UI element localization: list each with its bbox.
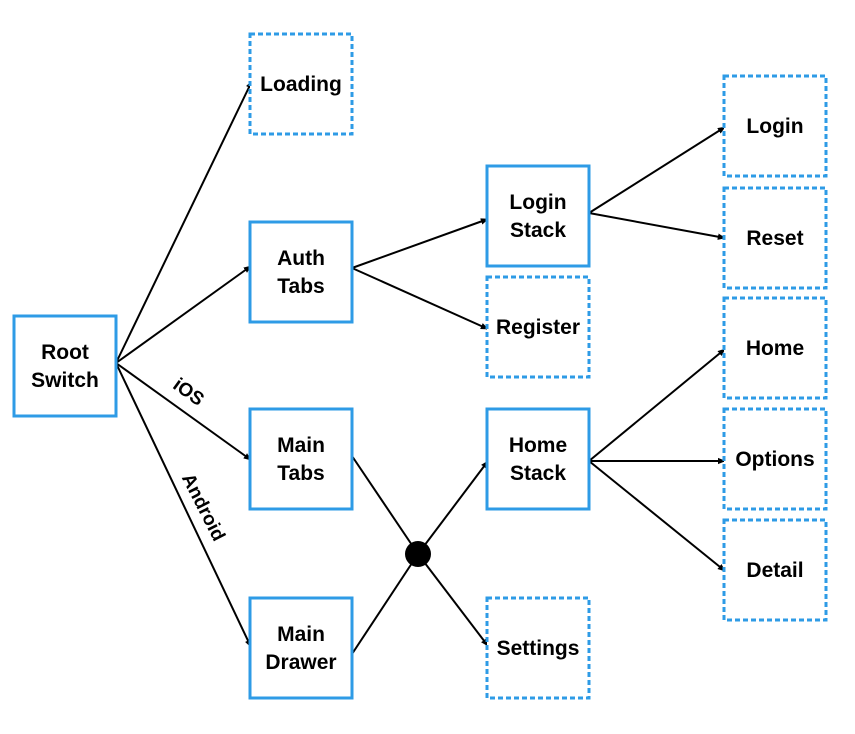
- node-box: [722, 74, 828, 178]
- node-settings: Settings: [485, 596, 591, 700]
- node-box: [485, 596, 591, 700]
- node-label-line: Root: [41, 341, 89, 364]
- node-label-line: Loading: [260, 73, 342, 96]
- node-label-line: Tabs: [277, 275, 324, 298]
- edge-root-loading: [115, 80, 253, 364]
- node-box: [248, 220, 354, 324]
- edge-drawer-junction: [351, 553, 419, 655]
- node-loading: Loading: [248, 32, 354, 136]
- edge-junction-settings: [417, 553, 489, 647]
- node-label-line: Main: [277, 434, 325, 457]
- node-box: [722, 407, 828, 511]
- node-box: [722, 518, 828, 622]
- node-label-line: Settings: [497, 637, 580, 660]
- node-options: Options: [722, 407, 828, 511]
- node-label-line: Login: [746, 115, 803, 138]
- node-label-line: Stack: [510, 219, 566, 242]
- edge-root-main-drawer: [115, 362, 252, 648]
- edge-login-stack-login: [588, 126, 726, 214]
- edge-main-tabs-junction: [351, 455, 419, 555]
- node-label-line: Options: [735, 448, 814, 471]
- node-box: [248, 407, 354, 511]
- node-box: [248, 32, 354, 136]
- node-reset: Reset: [722, 186, 828, 290]
- edge-home-stack-detail: [588, 460, 726, 572]
- edge-login-stack-reset: [588, 212, 726, 240]
- nodes-layer: RootSwitchLoadingAuthTabsMainTabsMainDra…: [12, 32, 828, 700]
- edge-auth-register: [351, 267, 489, 330]
- edge-auth-login-stack: [351, 218, 489, 269]
- node-login: Login: [722, 74, 828, 178]
- node-box: [722, 296, 828, 400]
- node-label-line: Drawer: [265, 651, 336, 674]
- node-label-line: Switch: [31, 369, 99, 392]
- node-label-line: Detail: [746, 559, 803, 582]
- node-detail: Detail: [722, 518, 828, 622]
- node-label-line: Stack: [510, 462, 566, 485]
- edges-layer: [115, 80, 726, 655]
- edge-root-main-tabs: [115, 362, 252, 461]
- node-label-line: Auth: [277, 247, 325, 270]
- edge-home-stack-home: [588, 348, 726, 462]
- node-register: Register: [485, 275, 591, 379]
- node-box: [485, 275, 591, 379]
- edge-root-auth-tabs: [115, 265, 252, 364]
- labels-layer: iOS Android: [169, 374, 229, 544]
- edge-junction-home-stack: [417, 460, 489, 555]
- node-box: [248, 596, 354, 700]
- node-label-line: Tabs: [277, 462, 324, 485]
- node-label-line: Home: [746, 337, 804, 360]
- node-box: [485, 164, 591, 268]
- node-label-line: Home: [509, 434, 567, 457]
- node-box: [12, 314, 118, 418]
- node-box: [485, 407, 591, 511]
- node-home: Home: [722, 296, 828, 400]
- node-label-line: Reset: [746, 227, 803, 250]
- node-label-line: Login: [509, 191, 566, 214]
- junction-dot: [405, 541, 431, 567]
- node-label-line: Main: [277, 623, 325, 646]
- node-box: [722, 186, 828, 290]
- node-label-line: Register: [496, 316, 580, 339]
